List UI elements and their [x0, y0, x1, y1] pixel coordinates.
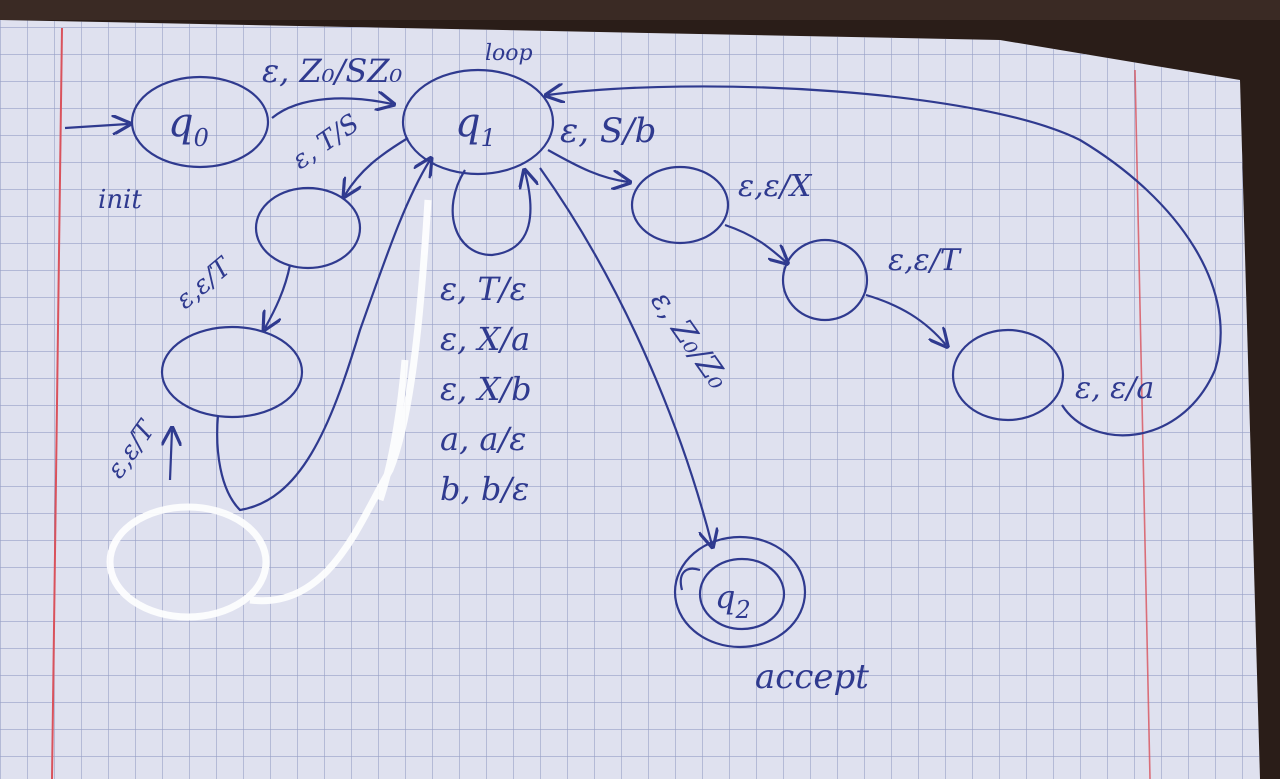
state-intermediate-d: [781, 238, 869, 322]
self-loop-label: ε, X/b: [440, 370, 532, 408]
edge-q1-c: [547, 149, 628, 182]
edge-b-q1: [216, 160, 430, 512]
margin-line-right: [1134, 69, 1151, 779]
self-loop-label: ε, X/a: [440, 320, 530, 358]
edge-a-b: [265, 264, 292, 328]
edge-d-e: [865, 293, 946, 345]
note-loop: loop: [485, 41, 533, 66]
note-init: init: [98, 185, 142, 215]
margin-line: [51, 27, 63, 779]
self-loop-label: b, b/ε: [440, 470, 529, 508]
self-loop-label: ε, T/ε: [440, 270, 527, 308]
edge-c-d: [724, 223, 786, 262]
grid-lines: [0, 20, 1260, 779]
start-arrow: [64, 124, 128, 128]
edge-label-c-d: ε,ε/X: [738, 169, 813, 204]
self-loop-label: a, a/ε: [440, 420, 526, 458]
edge-label-d-e: ε,ε/T: [888, 243, 962, 278]
edge-label-q0-q1: ε, Z₀/SZ₀: [262, 52, 403, 90]
state-q2-outer: [673, 535, 807, 649]
note-accept: accept: [755, 657, 869, 697]
edge-q1-q2: [539, 167, 712, 545]
edge-label-q1-c: ε, S/b: [560, 111, 656, 151]
state-q1: [401, 68, 555, 176]
edge-e-q1: [548, 86, 1222, 437]
edge-label-e-q1: ε, ε/a: [1075, 371, 1154, 406]
edge-b-self: [170, 430, 172, 481]
edge-q1-self-loop: [451, 170, 531, 257]
edge-q1-a: [345, 137, 409, 195]
state-intermediate-a: [254, 186, 362, 270]
state-intermediate-e: [951, 328, 1065, 422]
correction-fluid: [106, 199, 432, 621]
state-intermediate-c: [630, 165, 730, 245]
self-loop-labels: ε, T/ε ε, X/a ε, X/b a, a/ε b, b/ε: [440, 270, 532, 508]
state-q2-inner: [698, 557, 786, 631]
edge-q0-q1: [271, 98, 392, 119]
state-q0-label: q0: [168, 100, 209, 152]
state-q1-label: q1: [455, 100, 496, 152]
accept-tick: [679, 567, 701, 591]
state-intermediate-b: [160, 325, 304, 419]
